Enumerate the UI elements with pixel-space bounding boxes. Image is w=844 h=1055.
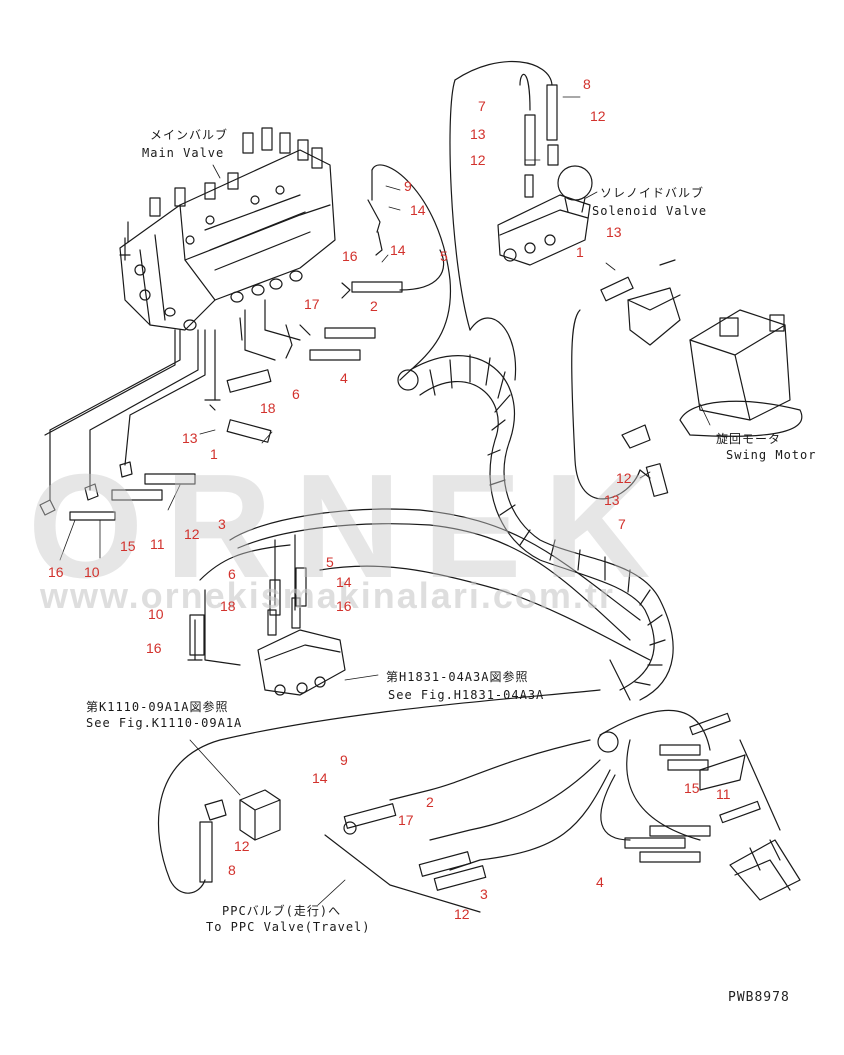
lower-hoses [324,803,487,913]
part-number: 3 [480,886,488,902]
part-number: 14 [336,574,352,590]
part-number: 15 [684,780,700,796]
part-number: 4 [340,370,348,386]
part-number: 16 [48,564,64,580]
part-number: 12 [470,152,486,168]
part-number: 4 [596,874,604,890]
part-number: 2 [426,794,434,810]
part-number: 12 [234,838,250,854]
part-number: 5 [440,248,448,264]
ref-h1831-label-jp: 第H1831-04A3A図参照 [386,670,529,684]
spiral-guard [397,354,711,753]
part-number: 15 [120,538,136,554]
part-number: 13 [606,224,622,240]
part-number: 12 [590,108,606,124]
center-valve-block [187,567,346,696]
watermark-logo: ORNEK [28,444,673,609]
part-number: 7 [478,98,486,114]
ref-h1831-label-en: See Fig.H1831-04A3A [388,688,545,702]
part-number: 17 [398,812,414,828]
part-number: 13 [604,492,620,508]
part-number: 3 [218,516,226,532]
solenoid-valve-label-jp: ソレノイドバルブ [600,186,705,200]
part-number: 11 [716,786,731,802]
k1110-block [199,789,281,883]
part-number: 8 [228,862,236,878]
part-number: 12 [184,526,200,542]
part-number: 6 [228,566,236,582]
middle-hoses [226,169,403,443]
ppc-valve-label-en: To PPC Valve(Travel) [206,920,371,934]
part-number: 2 [370,298,378,314]
part-number: 8 [583,76,591,92]
main-valve-label-jp: メインバルブ [150,128,229,142]
part-number: 16 [342,248,358,264]
left-pipe-bundle [44,299,301,501]
part-number: 14 [390,242,406,258]
part-number: 18 [220,598,236,614]
ref-k1110-label-jp: 第K1110-09A1A図参照 [86,700,229,714]
solenoid-valve-label-en: Solenoid Valve [592,204,708,218]
part-number: 7 [618,516,626,532]
part-number: 16 [336,598,352,614]
ppc-valve-label-jp: PPCバルブ(走行)へ [222,904,342,918]
part-number: 13 [182,430,198,446]
part-number: 18 [260,400,276,416]
lower-routing [157,508,701,894]
left-fittings [39,399,221,521]
part-number: 12 [616,470,632,486]
right-bottom-fittings [624,712,801,901]
part-number: 6 [292,386,300,402]
ref-k1110-label-en: See Fig.K1110-09A1A [86,716,243,730]
main-valve-label-en: Main Valve [142,146,225,160]
part-number: 9 [404,178,412,194]
part-number: 13 [470,126,486,142]
swing-motor-label-jp: 旋回モータ [716,432,782,446]
part-number: 16 [146,640,162,656]
part-number: 11 [150,536,165,552]
part-number: 5 [326,554,334,570]
part-number: 14 [312,770,328,786]
swing-motor-label-en: Swing Motor [726,448,817,462]
part-number: 14 [410,202,426,218]
solenoid-valve-drawing [497,84,593,266]
main-valve-drawing [119,127,336,331]
leader-lines [59,96,711,906]
part-number: 1 [576,244,584,260]
part-number: 1 [210,446,218,462]
part-number: 17 [304,296,320,312]
watermark-url: www.ornekismakinalari.com.tr [40,575,615,616]
part-number: 10 [84,564,100,580]
drawing-code: PWB8978 [728,990,790,1005]
swing-motor-drawing [600,259,803,497]
part-number: 12 [454,906,470,922]
hose-loops [371,60,651,500]
part-number: 10 [148,606,164,622]
part-number: 9 [340,752,348,768]
